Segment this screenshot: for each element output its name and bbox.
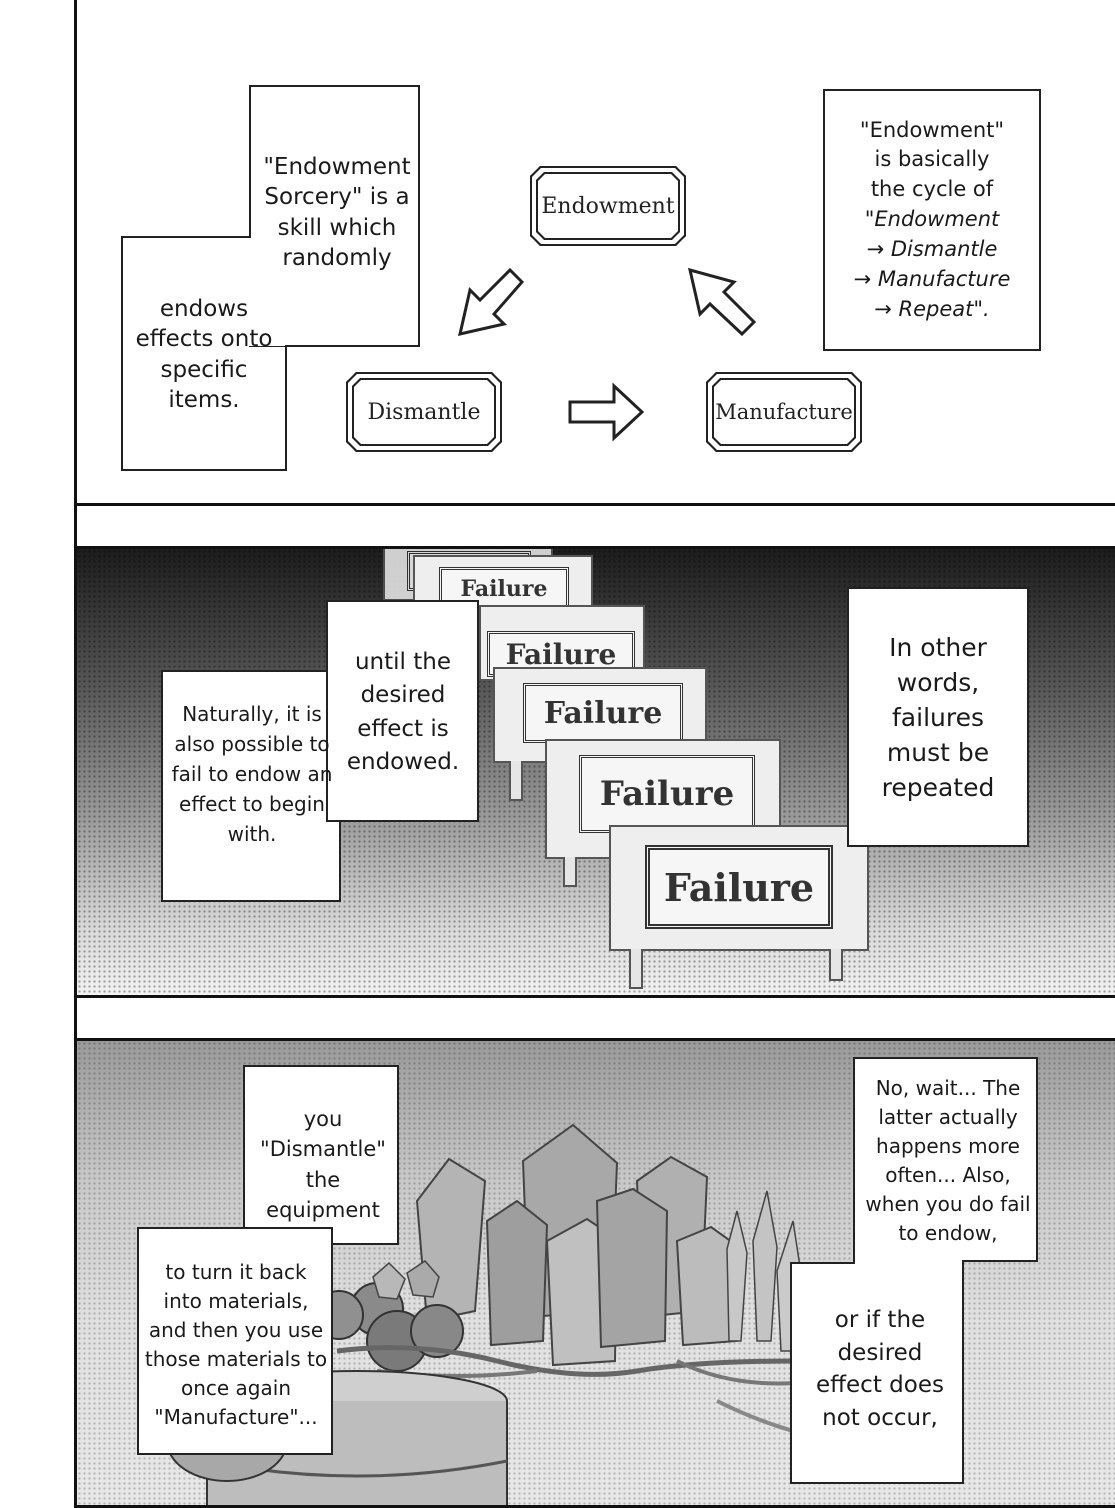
cycle-node-dismantle-label: Dismantle [367, 399, 481, 425]
caption-dismantle-cover [245, 1229, 331, 1245]
arrow-up-left-icon [687, 267, 757, 337]
cycle-def-line7: → Repeat". [874, 296, 990, 321]
failure-sign-3-leg [509, 761, 523, 801]
failure-sign-3-label: Failure [543, 695, 663, 731]
cycle-node-manufacture-label: Manufacture [715, 400, 853, 424]
failure-sign-5-label: Failure [460, 576, 548, 602]
failure-sign-2-label: Failure [599, 774, 735, 814]
cycle-node-endowment: Endowment [530, 166, 686, 246]
arrow-down-left-icon [458, 267, 525, 336]
cycle-def-line2: is basically [874, 147, 990, 172]
caption-no-wait-cover [855, 1258, 962, 1266]
caption-cycle-definition: "Endowment" is basically the cycle of "E… [823, 89, 1041, 351]
caption-or-if-desired: or if the desired effect does not occur, [816, 1307, 944, 1431]
crystals-illustration [166, 1123, 838, 1505]
caption-or-if-box [790, 1262, 964, 1484]
cycle-def-line1: "Endowment" [859, 117, 1005, 142]
cycle-node-endowment-label: Endowment [541, 193, 675, 219]
failure-sign-4-label: Failure [505, 637, 617, 671]
failure-sign-1-leg-left [629, 949, 643, 989]
caption-manufacture-box [137, 1227, 333, 1455]
caption-endows-effects: endows effects onto specific items. [135, 296, 273, 414]
failure-sign-3: Failure [493, 667, 707, 763]
caption-endowment-sorcery: "Endowment Sorcery" is a skill which ran… [263, 154, 411, 272]
failure-sign-1-leg-right [829, 949, 843, 981]
arrow-right-icon [568, 382, 645, 442]
caption-you-dismantle: you "Dismantle" the equipment [260, 1107, 386, 1223]
caption-no-wait: No, wait... The latter actually happens … [865, 1076, 1031, 1245]
caption-failures-repeated: In other words, failures must be repeate… [847, 587, 1029, 847]
caption-dismantle-box [243, 1065, 399, 1245]
failure-sign-1-label: Failure [663, 864, 815, 910]
cycle-def-line4: "Endowment [864, 207, 1000, 232]
cycle-def-line6: → Manufacture [853, 266, 1011, 291]
caption-naturally-cover [163, 672, 325, 820]
caption-naturally-possible: Naturally, it is also possible to fail t… [171, 702, 333, 846]
failure-sign-2-leg [563, 857, 577, 887]
cycle-def-line5: → Dismantle [866, 236, 998, 261]
failure-sign-1: Failure [609, 825, 869, 951]
cycle-node-manufacture: Manufacture [706, 372, 862, 452]
caption-until-box [326, 600, 479, 822]
cycle-def-line3: the cycle of [870, 177, 994, 202]
cycle-node-dismantle: Dismantle [346, 372, 502, 452]
caption-left-step-cover2 [251, 238, 418, 345]
caption-turn-back-materials: to turn it back into materials, and then… [144, 1260, 328, 1429]
caption-until-desired: until the desired effect is endowed. [346, 649, 460, 776]
